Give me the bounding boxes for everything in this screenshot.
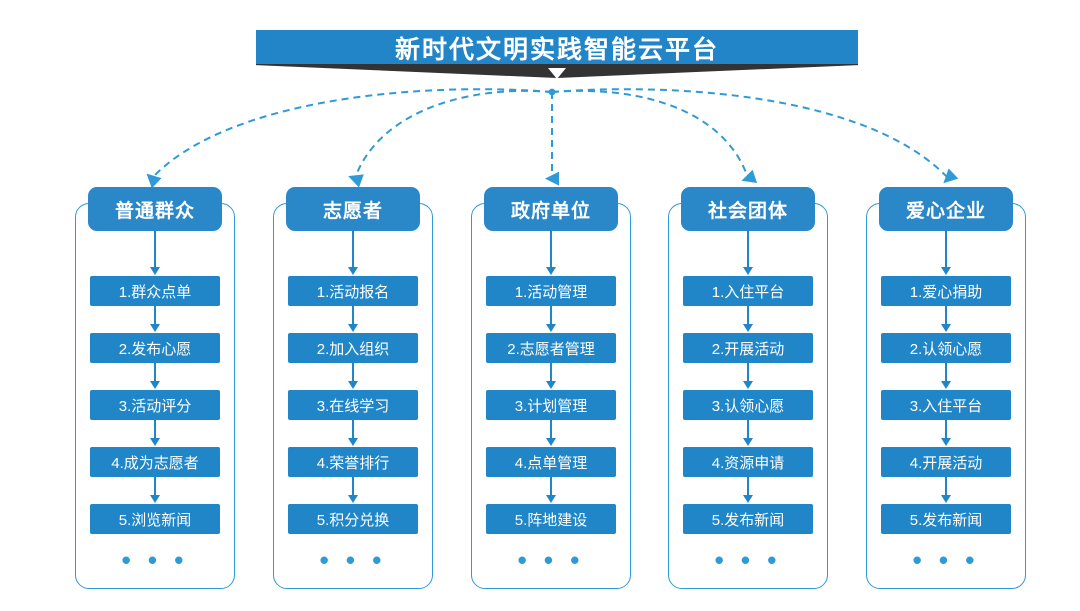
column-爱心企业[interactable]: 爱心企业 1.爱心捐助 2.认领心愿 3.入住平台 4.开展活动 5.发布新闻 …: [866, 187, 1026, 589]
step-box-5-1[interactable]: 1.爱心捐助: [881, 276, 1011, 306]
step-box-1-5[interactable]: 5.浏览新闻: [90, 504, 220, 534]
step-box-4-5[interactable]: 5.发布新闻: [683, 504, 813, 534]
step-box-5-2[interactable]: 2.认领心愿: [881, 333, 1011, 363]
step-box-2-1[interactable]: 1.活动报名: [288, 276, 418, 306]
step-box-3-1[interactable]: 1.活动管理: [486, 276, 616, 306]
step-box-2-5[interactable]: 5.积分兑换: [288, 504, 418, 534]
column-header-5[interactable]: 爱心企业: [879, 187, 1013, 231]
column-普通群众[interactable]: 普通群众 1.群众点单 2.发布心愿 3.活动评分 4.成为志愿者 5.浏览新闻…: [75, 187, 235, 589]
column-header-2[interactable]: 志愿者: [286, 187, 420, 231]
ellipsis-3: • • •: [517, 545, 585, 575]
step-box-2-3[interactable]: 3.在线学习: [288, 390, 418, 420]
column-header-3[interactable]: 政府单位: [484, 187, 618, 231]
step-box-1-1[interactable]: 1.群众点单: [90, 276, 220, 306]
step-box-1-2[interactable]: 2.发布心愿: [90, 333, 220, 363]
column-header-1[interactable]: 普通群众: [88, 187, 222, 231]
step-box-3-4[interactable]: 4.点单管理: [486, 447, 616, 477]
step-box-4-2[interactable]: 2.开展活动: [683, 333, 813, 363]
column-社会团体[interactable]: 社会团体 1.入住平台 2.开展活动 3.认领心愿 4.资源申请 5.发布新闻 …: [668, 187, 828, 589]
connector-to-column-4: [551, 89, 758, 183]
page-title: 新时代文明实践智能云平台: [256, 30, 858, 65]
connector-hub-node: [548, 88, 556, 96]
ellipsis-1: • • •: [121, 545, 189, 575]
step-box-2-4[interactable]: 4.荣誉排行: [288, 447, 418, 477]
connector-to-column-2: [348, 89, 553, 188]
column-志愿者[interactable]: 志愿者 1.活动报名 2.加入组织 3.在线学习 4.荣誉排行 5.积分兑换 •…: [273, 187, 433, 589]
ellipsis-2: • • •: [319, 545, 387, 575]
step-box-5-5[interactable]: 5.发布新闻: [881, 504, 1011, 534]
ellipsis-4: • • •: [714, 545, 782, 575]
step-box-4-3[interactable]: 3.认领心愿: [683, 390, 813, 420]
step-box-5-3[interactable]: 3.入住平台: [881, 390, 1011, 420]
step-box-1-3[interactable]: 3.活动评分: [90, 390, 220, 420]
ellipsis-5: • • •: [912, 545, 980, 575]
step-box-3-5[interactable]: 5.阵地建设: [486, 504, 616, 534]
step-box-3-2[interactable]: 2.志愿者管理: [486, 333, 616, 363]
step-box-4-1[interactable]: 1.入住平台: [683, 276, 813, 306]
chevron-down-icon: [548, 68, 566, 79]
connector-to-column-1: [146, 88, 553, 189]
step-box-2-2[interactable]: 2.加入组织: [288, 333, 418, 363]
column-政府单位[interactable]: 政府单位 1.活动管理 2.志愿者管理 3.计划管理 4.点单管理 5.阵地建设…: [471, 187, 631, 589]
step-box-1-4[interactable]: 4.成为志愿者: [90, 447, 220, 477]
platform-title-banner: 新时代文明实践智能云平台: [256, 30, 858, 80]
step-box-5-4[interactable]: 4.开展活动: [881, 447, 1011, 477]
connector-to-column-5: [551, 88, 959, 184]
step-box-4-4[interactable]: 4.资源申请: [683, 447, 813, 477]
step-box-3-3[interactable]: 3.计划管理: [486, 390, 616, 420]
column-header-4[interactable]: 社会团体: [681, 187, 815, 231]
